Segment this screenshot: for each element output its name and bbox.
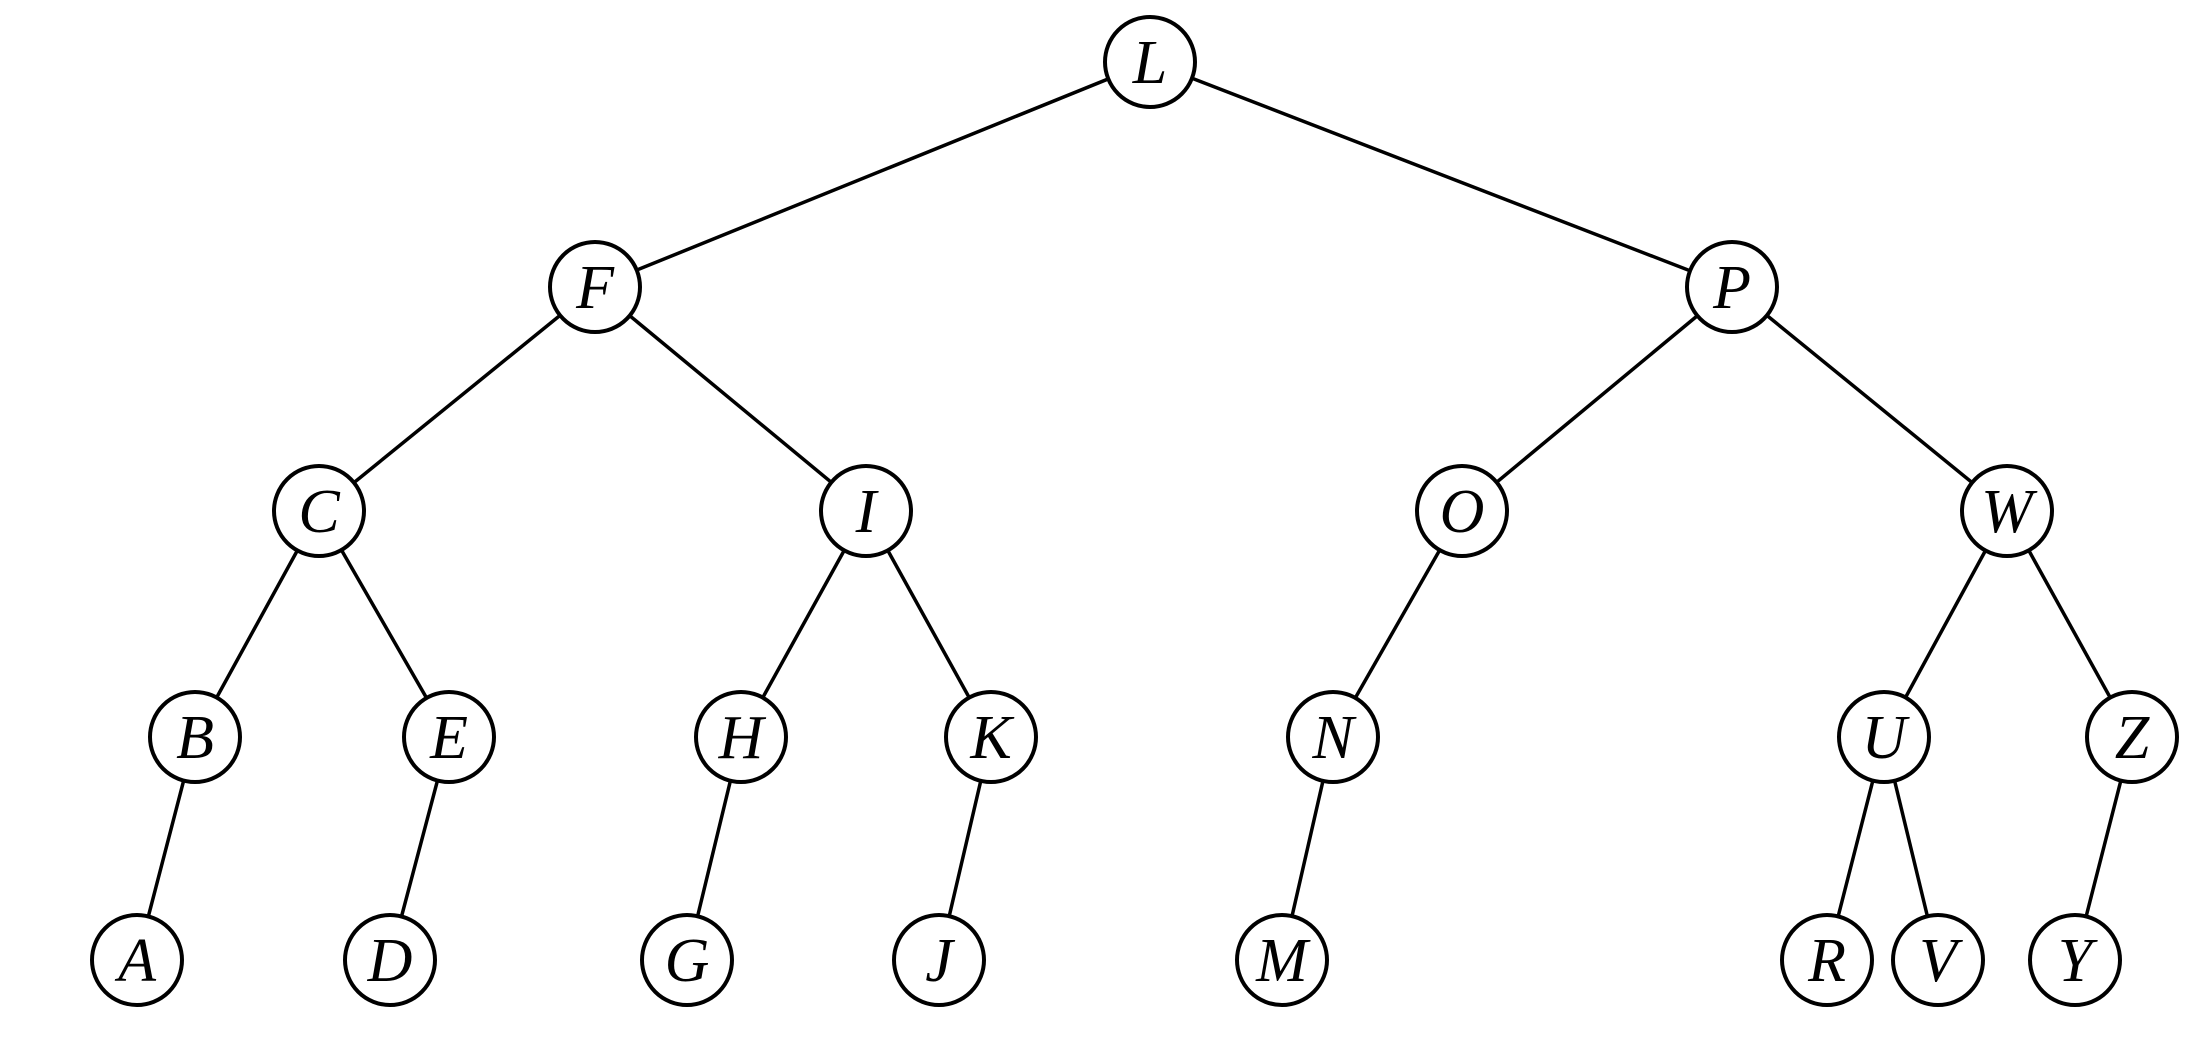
tree-edge-F-C — [317, 285, 597, 513]
tree-node-E: E — [402, 690, 496, 784]
tree-edge-P-O — [1460, 285, 1734, 513]
tree-edge-F-I — [593, 285, 868, 513]
node-circle-L — [1103, 15, 1197, 109]
node-label-Y: Y — [2058, 927, 2098, 995]
node-circle-W — [1960, 464, 2054, 558]
tree-node-F: F — [548, 240, 642, 334]
node-label-K: K — [969, 704, 1015, 772]
node-label-J: J — [925, 927, 955, 995]
node-circle-R — [1780, 913, 1874, 1007]
tree-node-J: J — [892, 913, 986, 1007]
node-label-W: W — [1981, 478, 2038, 546]
tree-node-K: K — [944, 690, 1038, 784]
edges-layer — [135, 60, 2134, 961]
tree-node-M: M — [1235, 913, 1329, 1007]
node-label-V: V — [1919, 927, 1963, 995]
node-label-E: E — [429, 704, 468, 772]
tree-node-A: A — [90, 913, 184, 1007]
node-label-H: H — [718, 704, 767, 772]
node-label-C: C — [298, 478, 340, 546]
tree-node-G: G — [640, 913, 734, 1007]
tree-edge-P-W — [1730, 285, 2009, 513]
nodes-layer: L F P C I O W B E H K N U Z A D G J M R V Y — [90, 15, 2179, 1007]
node-label-F: F — [575, 254, 615, 322]
node-circle-D — [343, 913, 437, 1007]
node-label-Z: Z — [2115, 704, 2150, 772]
tree-node-Y: Y — [2028, 913, 2122, 1007]
tree-node-W: W — [1960, 464, 2054, 558]
node-circle-K — [944, 690, 1038, 784]
node-circle-B — [148, 690, 242, 784]
node-circle-Y — [2028, 913, 2122, 1007]
node-circle-M — [1235, 913, 1329, 1007]
node-label-B: B — [176, 704, 214, 772]
node-circle-F — [548, 240, 642, 334]
tree-node-D: D — [343, 913, 437, 1007]
node-circle-N — [1286, 690, 1380, 784]
tree-edge-L-P — [1149, 60, 1733, 289]
node-label-P: P — [1712, 254, 1751, 322]
tree-node-R: R — [1780, 913, 1874, 1007]
node-circle-P — [1685, 240, 1779, 334]
tree-node-U: U — [1837, 690, 1931, 784]
node-label-L: L — [1132, 29, 1167, 97]
node-circle-U — [1837, 690, 1931, 784]
node-label-D: D — [367, 927, 413, 995]
node-circle-J — [892, 913, 986, 1007]
node-circle-C — [272, 464, 366, 558]
tree-node-P: P — [1685, 240, 1779, 334]
tree-node-L: L — [1103, 15, 1197, 109]
tree-node-O: O — [1415, 464, 1509, 558]
node-label-M: M — [1255, 927, 1311, 995]
tree-node-I: I — [819, 464, 913, 558]
tree-node-V: V — [1891, 913, 1985, 1007]
tree-node-C: C — [272, 464, 366, 558]
node-circle-V — [1891, 913, 1985, 1007]
node-circle-A — [90, 913, 184, 1007]
node-circle-O — [1415, 464, 1509, 558]
tree-node-H: H — [694, 690, 788, 784]
node-label-O: O — [1440, 478, 1485, 546]
node-label-I: I — [855, 478, 880, 546]
node-label-A: A — [114, 927, 157, 995]
node-circle-Z — [2085, 690, 2179, 784]
tree-edge-L-F — [594, 60, 1151, 289]
tree-node-N: N — [1286, 690, 1380, 784]
node-circle-G — [640, 913, 734, 1007]
tree-node-B: B — [148, 690, 242, 784]
node-circle-H — [694, 690, 788, 784]
node-label-R: R — [1807, 927, 1846, 995]
node-circle-E — [402, 690, 496, 784]
tree-node-Z: Z — [2085, 690, 2179, 784]
node-circle-I — [819, 464, 913, 558]
node-label-N: N — [1311, 704, 1357, 772]
node-label-U: U — [1862, 704, 1911, 772]
node-label-G: G — [665, 927, 710, 995]
